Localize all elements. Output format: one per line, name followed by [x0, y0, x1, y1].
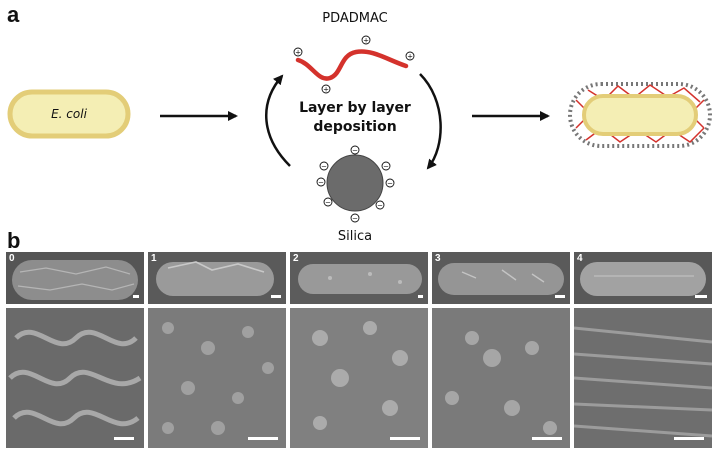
- svg-text:−: −: [318, 179, 324, 187]
- svg-text:−: −: [387, 180, 393, 188]
- ecoli-label: E. coli: [51, 107, 87, 121]
- sem-label-4: 4: [577, 253, 583, 264]
- pdadmac-chain: [295, 49, 409, 81]
- scalebar-high-3: [532, 437, 562, 440]
- svg-text:+: +: [407, 53, 413, 61]
- sem-high-4: [574, 308, 712, 448]
- scalebar-low-0: [133, 295, 139, 298]
- svg-text:−: −: [352, 215, 358, 223]
- svg-text:−: −: [352, 147, 358, 155]
- sem-low-2: 2: [290, 252, 428, 304]
- sem-label-0: 0: [9, 253, 15, 264]
- sem-low-1: 1: [148, 252, 286, 304]
- sem-label-1: 1: [151, 253, 157, 264]
- svg-text:+: +: [323, 86, 329, 94]
- sem-low-4: 4: [574, 252, 712, 304]
- sem-high-0: [6, 308, 144, 448]
- panel-letter-a: a: [7, 2, 20, 27]
- process-label-line1: Layer by layer: [299, 100, 411, 116]
- sem-row-high-mag: [6, 308, 716, 448]
- sem-label-2: 2: [293, 253, 299, 264]
- sem-low-3: 3: [432, 252, 570, 304]
- svg-text:−: −: [377, 202, 383, 210]
- scalebar-low-1: [271, 295, 281, 298]
- sem-high-3: [432, 308, 570, 448]
- cycle-arrow-left: [265, 74, 291, 167]
- scalebar-high-4: [674, 437, 704, 440]
- scalebar-high-0: [114, 437, 134, 440]
- lbl-diagram: + + + + − − − − − − − −: [7, 35, 712, 223]
- ecoli-cell: [7, 89, 131, 139]
- silica-label: Silica: [337, 229, 373, 244]
- sem-label-3: 3: [435, 253, 441, 264]
- scalebar-high-2: [390, 437, 420, 440]
- scalebar-high-1: [248, 437, 278, 440]
- pdadmac-label: PDADMAC: [322, 11, 388, 26]
- sem-high-2: [290, 308, 428, 448]
- svg-text:+: +: [363, 37, 369, 45]
- scalebar-low-2: [418, 295, 423, 298]
- sem-low-0: 0: [6, 252, 144, 304]
- svg-text:−: −: [325, 199, 331, 207]
- scalebar-low-3: [555, 295, 565, 298]
- polymer-charges: [293, 35, 415, 94]
- silica-particle: [326, 154, 384, 212]
- scalebar-low-4: [695, 295, 707, 298]
- svg-text:−: −: [383, 163, 389, 171]
- svg-text:−: −: [321, 163, 327, 171]
- svg-text:+: +: [295, 49, 301, 57]
- process-label-line2: deposition: [313, 119, 397, 135]
- sem-row-low-mag: 0 1 2 3 4: [6, 252, 716, 304]
- cycle-arrow-right: [419, 73, 442, 170]
- panel-letter-b: b: [7, 228, 21, 253]
- silica-charges: [316, 145, 395, 223]
- coated-cell: [568, 82, 712, 148]
- sem-high-1: [148, 308, 286, 448]
